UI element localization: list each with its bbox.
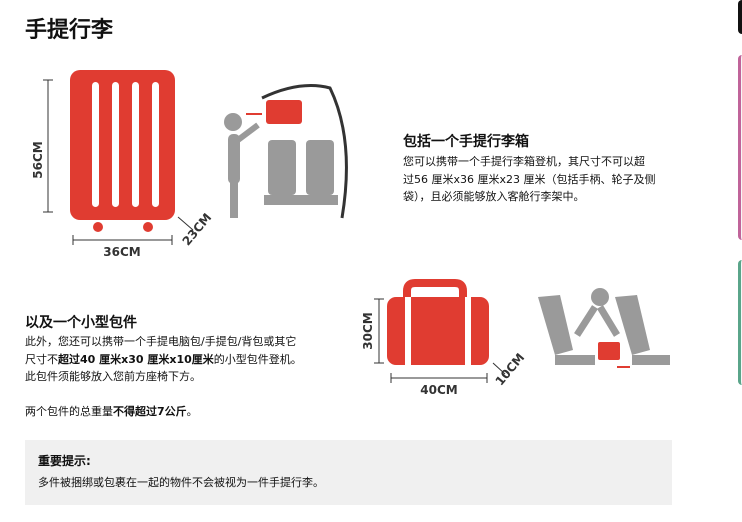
width-label: 36CM (103, 245, 140, 259)
note-text: 多件被捆绑或包裹在一起的物件不会被视为一件手提行李。 (38, 476, 324, 489)
small-bag-illustration: 30CM 40CM 10CM (361, 279, 670, 397)
depth-label: 10CM (493, 351, 528, 389)
depth-label: 23CM (180, 211, 215, 249)
small-bag-text: 尺寸不超过40 厘米x30 厘米x10厘米的小型包件登机。 (25, 352, 302, 366)
side-card[interactable] (738, 260, 742, 385)
important-note: 重要提示: 多件被捆绑或包裹在一起的物件不会被视为一件手提行李。 (25, 440, 672, 505)
cabin-bag-text: 您可以携带一个手提行李箱登机，其尺寸不可以超 (403, 155, 645, 168)
bag-icon (387, 279, 489, 365)
page-title: 手提行李 (25, 18, 114, 43)
side-card[interactable] (738, 55, 742, 240)
small-bag-text: 此外，您还可以携带一个手提电脑包/手提包/背包或其它 (25, 335, 297, 348)
small-bag-heading: 以及一个小型包件 (25, 315, 137, 331)
width-label: 40CM (420, 383, 457, 397)
note-title: 重要提示: (38, 454, 91, 468)
suitcase-icon (70, 70, 175, 232)
cabin-bag-text: 袋），且必须能够放入客舱行李架中。 (403, 190, 585, 203)
small-bag-text: 此包件须能够放入您前方座椅下方。 (25, 370, 201, 383)
side-card[interactable] (738, 0, 742, 34)
cabin-bag-text: 过56 厘米x36 厘米x23 厘米（包括手柄、轮子及侧 (403, 172, 656, 186)
height-label: 30CM (361, 312, 375, 349)
overhead-bin-icon (224, 84, 348, 219)
under-seat-icon (538, 288, 670, 368)
weight-limit-text: 两个包件的总重量不得超过7公斤。 (25, 404, 198, 418)
suitcase-illustration: 56CM 36CM 23CM (31, 70, 348, 259)
cabin-bag-heading: 包括一个手提行李箱 (403, 134, 529, 150)
height-label: 56CM (31, 141, 45, 178)
